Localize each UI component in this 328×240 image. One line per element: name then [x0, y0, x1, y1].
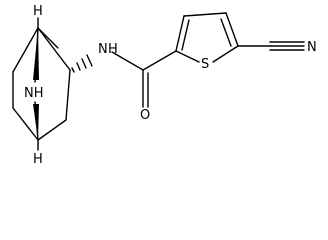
atom-label-n-nitrile: N — [307, 40, 317, 55]
bond-c4-c5-ring-inner — [220, 18, 232, 47]
bond-c2-c3-ring — [175, 15, 185, 52]
hash-3 — [81, 58, 87, 69]
bond-n-c-carbonyl — [111, 51, 144, 71]
wedge-bridge-bottom — [33, 104, 39, 140]
atom-label-o-carbonyl: O — [140, 108, 150, 123]
molecule-svg: H H NH N H S O N — [12, 4, 317, 167]
bond-c1-c7 — [12, 27, 39, 73]
atom-label-n-amide: N — [98, 42, 108, 57]
bond-s-c2 — [175, 50, 200, 63]
bond-c2-c1 — [37, 27, 71, 71]
bond-c5-s — [212, 45, 239, 63]
bond-c5-c4 — [12, 107, 39, 141]
bond-c-thiophene — [142, 50, 177, 71]
atom-label-h-amide: H — [108, 42, 118, 57]
atom-label-s-ring: S — [201, 57, 209, 72]
atom-label-h-top: H — [33, 4, 43, 19]
amide-group — [111, 50, 177, 108]
bond-c4-c5-ring — [225, 12, 239, 47]
bond-c4-c3 — [37, 119, 67, 141]
bond-c2-c3-ring-inner — [181, 19, 190, 51]
atom-label-h-bottom: H — [33, 152, 43, 167]
bond-c3-c4-ring — [183, 12, 227, 17]
thiophene-ring — [175, 12, 239, 63]
hash-4 — [86, 54, 93, 67]
bond-c3-c2 — [65, 69, 71, 121]
wedge-bridge-top — [33, 28, 39, 80]
structure-diagram: H H NH N H S O N — [12, 4, 317, 167]
bicyclic-framework — [12, 17, 71, 151]
nitrile-group — [237, 41, 305, 51]
hash-2 — [76, 62, 81, 71]
hashed-bond-to-amide — [71, 54, 93, 73]
hash-1 — [71, 67, 75, 73]
atom-label-nh-bridge: NH — [24, 86, 44, 101]
